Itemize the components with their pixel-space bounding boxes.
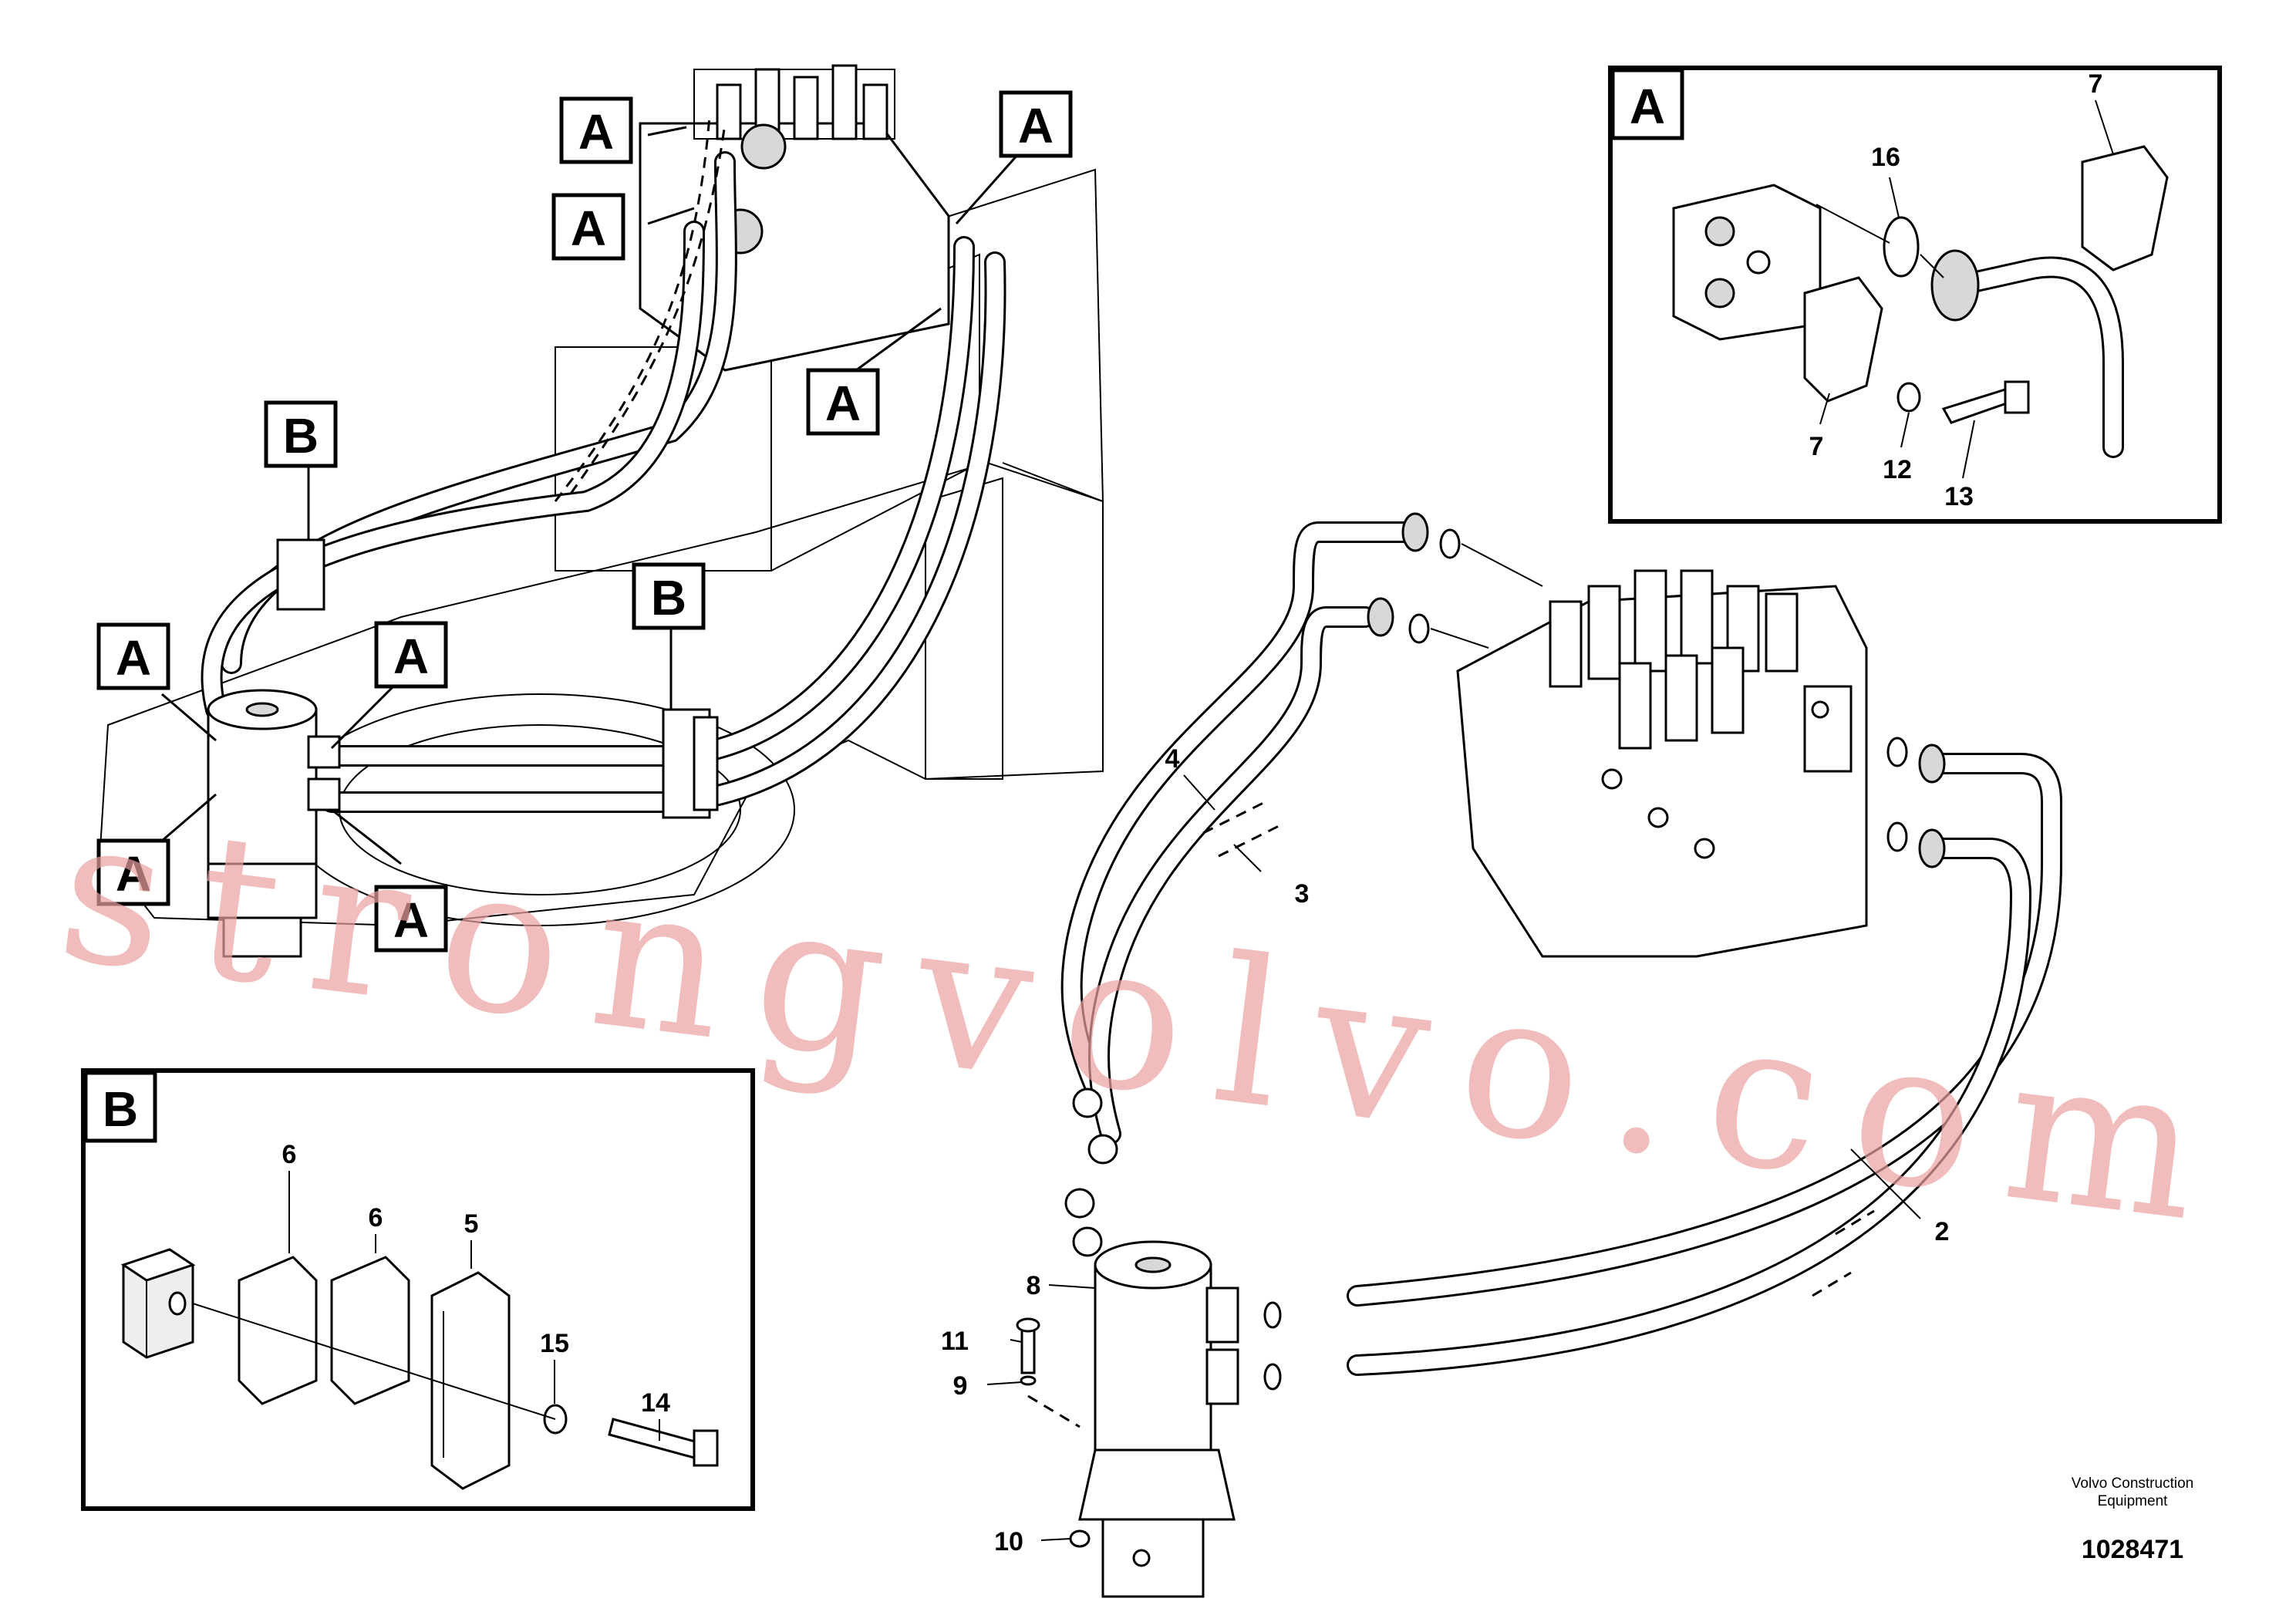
detail-b-item-6: 6 xyxy=(282,1140,297,1169)
detail-a-item-12: 12 xyxy=(1883,455,1912,484)
detail-a-item-13: 13 xyxy=(1944,482,1974,511)
callout-a-tag xyxy=(374,621,448,689)
detail-a-item-16: 16 xyxy=(1871,143,1900,172)
callout-b-tag xyxy=(632,562,706,630)
item-8: 8 xyxy=(1027,1271,1041,1300)
flange-half-clamp xyxy=(2081,145,2169,271)
item-9: 9 xyxy=(953,1371,968,1401)
callout-a-tag xyxy=(96,622,170,690)
company-line-2: Equipment xyxy=(2098,1493,2169,1509)
callout-b-label: B xyxy=(283,408,319,464)
callout-a-tag xyxy=(806,368,880,436)
callout-a-tag xyxy=(551,193,625,261)
callout-a-label: A xyxy=(393,892,429,948)
detail-b-item-14: 14 xyxy=(641,1388,670,1418)
callout-a-label: A xyxy=(393,629,429,684)
company-line-1: Volvo Construction xyxy=(2072,1475,2193,1492)
item-2: 2 xyxy=(1935,1217,1950,1246)
callout-a-tag xyxy=(559,96,633,164)
detail-b-item-15: 15 xyxy=(540,1329,569,1358)
document-number: 1028471 xyxy=(2082,1535,2183,1564)
detail-b-panel: B 6 6 5 15 14 xyxy=(81,1068,755,1511)
callout-a-label: A xyxy=(116,630,151,686)
detail-a-item-7: 7 xyxy=(1809,432,1824,461)
detail-b-tag-label: B xyxy=(103,1081,138,1137)
callout-a-label: A xyxy=(571,201,606,256)
detail-a-tag xyxy=(1610,68,1684,140)
swivel-joint-body xyxy=(1094,1263,1212,1467)
detail-a-panel: A 7 16 7 12 13 xyxy=(1608,66,2222,524)
callout-a-label: A xyxy=(116,846,151,902)
item-11: 11 xyxy=(941,1327,969,1356)
callout-a-label: A xyxy=(578,104,614,160)
detail-b-tag xyxy=(83,1071,157,1143)
item-3: 3 xyxy=(1295,879,1310,909)
callout-a-tag xyxy=(374,885,448,953)
callout-a-tag xyxy=(96,838,170,906)
clamp-cap xyxy=(430,1271,511,1490)
item-10: 10 xyxy=(994,1527,1023,1556)
right-exploded-view: 4 3 2 8 11 9 10 xyxy=(941,512,2062,1598)
callout-b-tag xyxy=(264,400,338,468)
main-view: A A A A A A A A B B xyxy=(96,64,1104,958)
clamp-half xyxy=(330,1256,410,1405)
detail-b-item-6: 6 xyxy=(369,1203,383,1233)
detail-a-tag-label: A xyxy=(1630,79,1665,134)
detail-b-item-5: 5 xyxy=(464,1209,479,1239)
item-4: 4 xyxy=(1165,744,1180,774)
callout-a-label: A xyxy=(1018,98,1054,153)
flange-half-clamp xyxy=(1803,276,1883,403)
callout-b-label: B xyxy=(651,570,686,626)
callout-a-label: A xyxy=(825,376,861,431)
o-ring xyxy=(1883,216,1920,278)
detail-a-item-7: 7 xyxy=(2089,69,2103,99)
callout-a-tag xyxy=(999,90,1073,158)
